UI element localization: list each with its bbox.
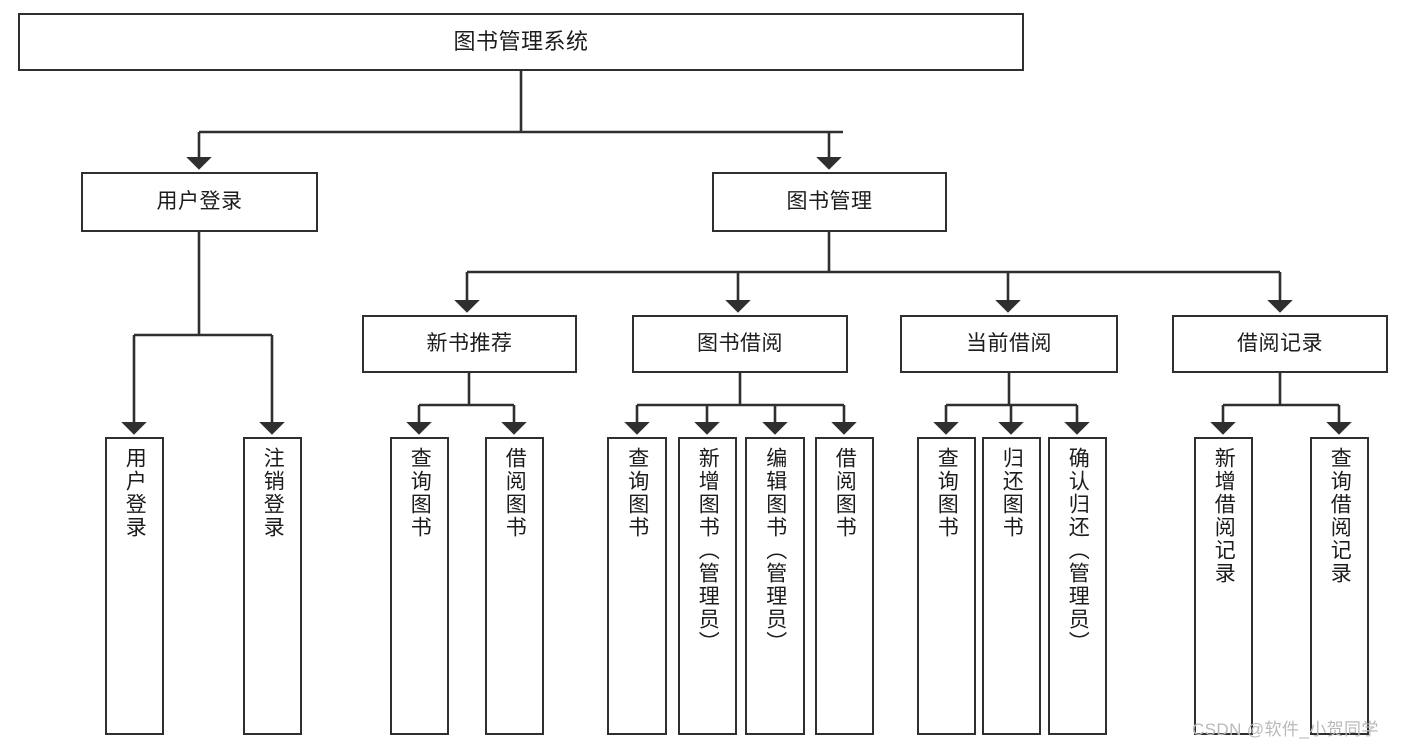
leaf-new-book-borrow[interactable]: 借阅图书	[485, 437, 544, 735]
leaf-label: 新增借阅记录	[1212, 447, 1236, 585]
node-borrow-record[interactable]: 借阅记录	[1172, 315, 1388, 373]
node-new-book-recommend[interactable]: 新书推荐	[362, 315, 577, 373]
node-current-borrow[interactable]: 当前借阅	[900, 315, 1118, 373]
leaf-current-borrow-query[interactable]: 查询图书	[917, 437, 976, 735]
node-user-login-label: 用户登录	[156, 189, 243, 213]
leaf-label: 用户登录	[123, 447, 147, 539]
leaf-new-book-query[interactable]: 查询图书	[390, 437, 449, 735]
leaf-label: 新增图书（管理员）	[696, 447, 720, 654]
leaf-user-login-logout[interactable]: 注销登录	[243, 437, 302, 735]
leaf-label: 查询图书	[408, 447, 432, 539]
node-book-borrow-label: 图书借阅	[697, 331, 783, 355]
leaf-user-login-login[interactable]: 用户登录	[105, 437, 164, 735]
leaf-current-borrow-confirm-return[interactable]: 确认归还（管理员）	[1048, 437, 1107, 735]
node-book-management[interactable]: 图书管理	[712, 172, 947, 232]
node-user-login[interactable]: 用户登录	[81, 172, 318, 232]
leaf-borrow-record-add[interactable]: 新增借阅记录	[1194, 437, 1253, 735]
leaf-label: 确认归还（管理员）	[1066, 447, 1090, 654]
node-root-label: 图书管理系统	[453, 29, 589, 55]
csdn-watermark: CSDN @软件_小贺同学	[1192, 720, 1379, 739]
leaf-book-borrow-query[interactable]: 查询图书	[607, 437, 667, 735]
node-new-book-recommend-label: 新书推荐	[426, 331, 513, 355]
leaf-label: 归还图书	[1000, 447, 1024, 539]
leaf-label: 查询图书	[935, 447, 959, 539]
leaf-book-borrow-add[interactable]: 新增图书（管理员）	[678, 437, 737, 735]
leaf-label: 注销登录	[261, 447, 285, 539]
leaf-label: 查询图书	[625, 447, 649, 539]
leaf-label: 借阅图书	[503, 447, 527, 539]
leaf-book-borrow-edit[interactable]: 编辑图书（管理员）	[745, 437, 805, 735]
node-book-borrow[interactable]: 图书借阅	[632, 315, 848, 373]
leaf-label: 借阅图书	[833, 447, 857, 539]
leaf-label: 查询借阅记录	[1328, 447, 1352, 585]
leaf-borrow-record-query[interactable]: 查询借阅记录	[1310, 437, 1369, 735]
node-root[interactable]: 图书管理系统	[18, 13, 1024, 71]
leaf-current-borrow-return[interactable]: 归还图书	[982, 437, 1041, 735]
node-current-borrow-label: 当前借阅	[966, 331, 1052, 355]
node-book-management-label: 图书管理	[786, 189, 873, 213]
node-borrow-record-label: 借阅记录	[1237, 331, 1323, 355]
leaf-label: 编辑图书（管理员）	[763, 447, 787, 654]
leaf-book-borrow-borrow[interactable]: 借阅图书	[815, 437, 874, 735]
